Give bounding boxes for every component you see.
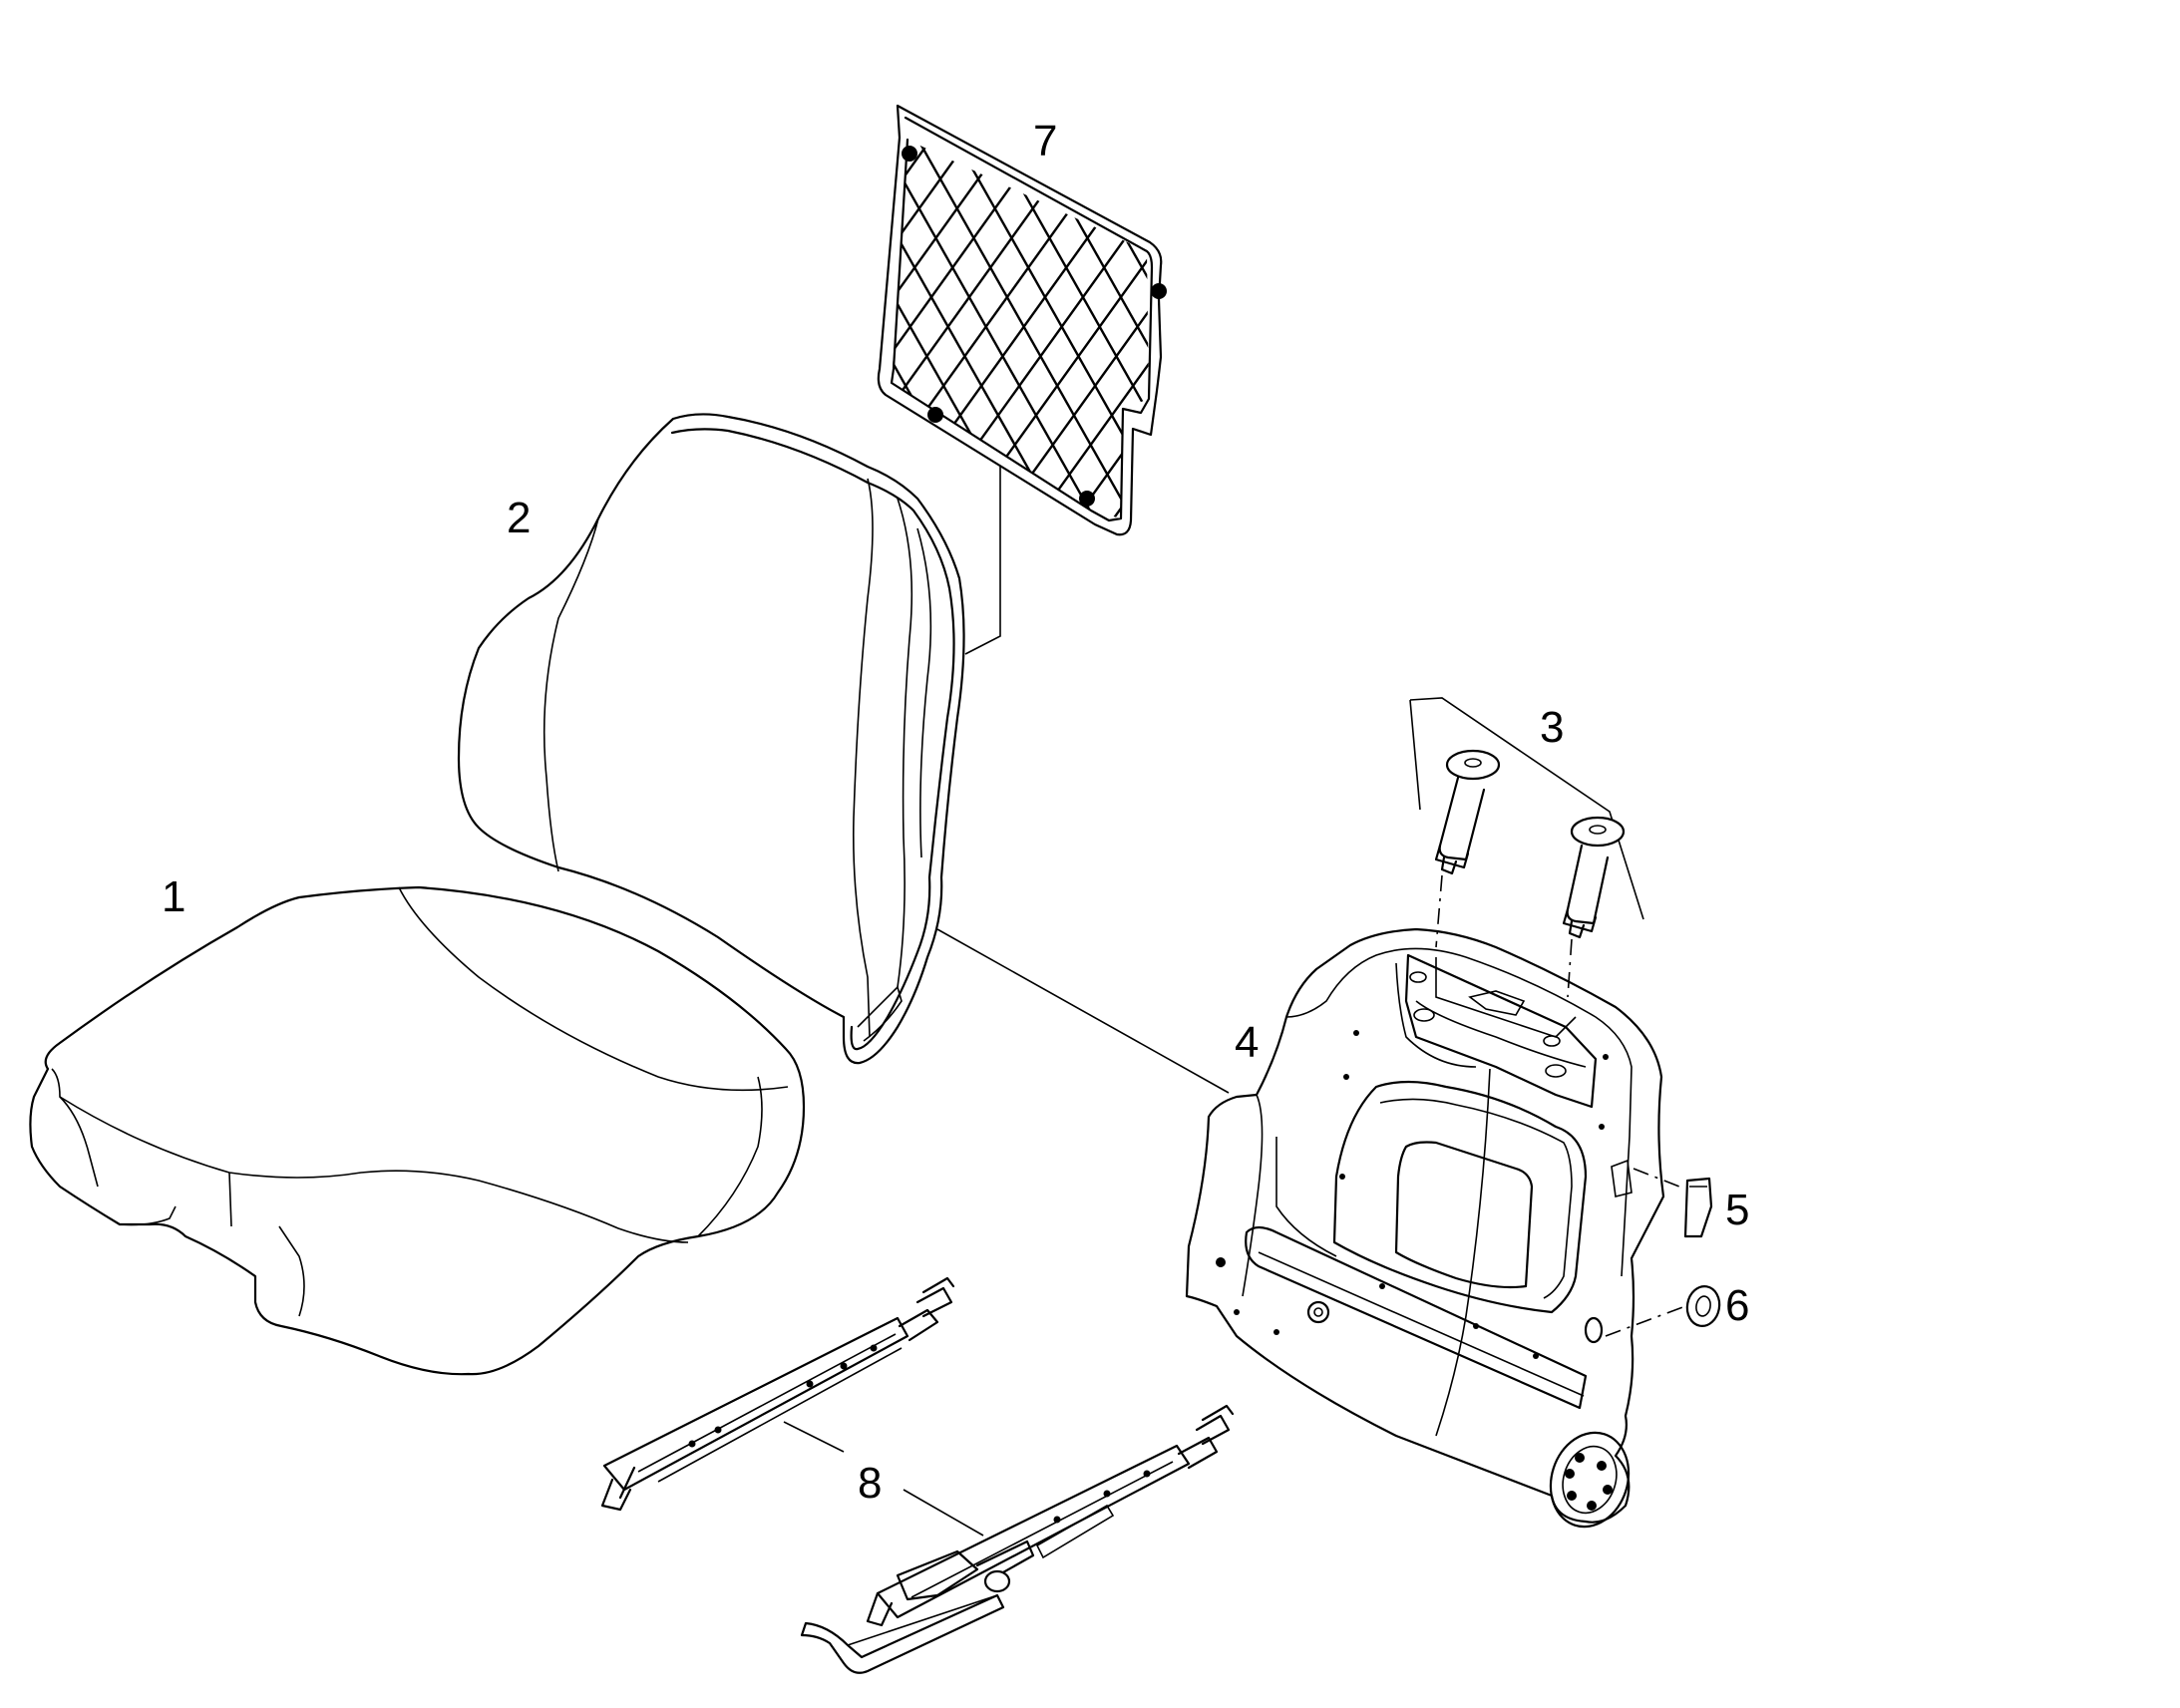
mat-strand: [365, 100, 694, 558]
mat-strand: [1502, 100, 1831, 558]
part-8-seat-rails: [600, 1276, 1235, 1674]
mat-strand: [969, 140, 1149, 518]
mat-strand: [892, 140, 1043, 518]
mat-strand: [1084, 140, 1149, 518]
part-6-washer: [1605, 1285, 1721, 1337]
mat-strand: [441, 100, 770, 558]
callout-7: 7: [1033, 117, 1057, 166]
part-5-clip: [1633, 1168, 1713, 1238]
mat-strand: [1312, 100, 1641, 558]
mat-strand: [1274, 100, 1534, 558]
mat-strand: [592, 100, 852, 558]
mat-strand: [1237, 100, 1566, 558]
mat-strand: [1540, 100, 1869, 558]
mat-strand: [892, 140, 1112, 518]
mat-strand: [1540, 100, 1799, 558]
mat-strand: [1199, 100, 1458, 558]
mat-strand: [970, 140, 1149, 518]
mat-strand: [894, 140, 1149, 518]
mat-strand: [554, 100, 884, 558]
mat-strand: [1045, 140, 1149, 518]
callout-6: 6: [1725, 1281, 1749, 1330]
mat-strand: [1161, 100, 1420, 558]
mat-strand: [1274, 100, 1604, 558]
mat-strand: [1046, 140, 1149, 518]
mat-strand: [1199, 100, 1528, 558]
mat-strand: [1161, 100, 1490, 558]
mat-strand: [441, 100, 700, 558]
mat-strand: [479, 100, 808, 558]
mat-strand: [931, 140, 1149, 518]
callout-3: 3: [1540, 703, 1564, 752]
mat-strand: [1312, 100, 1572, 558]
mat-strand: [892, 140, 967, 518]
mat-strand: [932, 140, 1149, 518]
mat-strand: [1008, 140, 1149, 518]
callout-1: 1: [162, 872, 185, 921]
mat-strand: [1083, 140, 1149, 518]
mat-strand: [1388, 100, 1647, 558]
mat-strand: [1426, 100, 1755, 558]
callout-5: 5: [1725, 1186, 1749, 1234]
mat-strand: [1464, 100, 1793, 558]
mat-strand: [403, 100, 662, 558]
part-3-guide-pins: [1409, 697, 1644, 998]
mat-strand: [554, 100, 814, 558]
callout-8: 8: [858, 1459, 882, 1508]
callout-2: 2: [507, 494, 531, 542]
mat-strand: [630, 100, 890, 558]
part-7-suspension-mat: [327, 100, 1869, 655]
mat-strand: [1350, 100, 1679, 558]
mat-strand: [1426, 100, 1685, 558]
mat-strand: [517, 100, 776, 558]
mat-strand: [403, 100, 732, 558]
mat-strand: [1121, 140, 1149, 518]
mat-strand: [1350, 100, 1610, 558]
mat-strand: [365, 100, 624, 558]
mat-strand: [327, 100, 586, 558]
mat-strand: [1502, 100, 1761, 558]
mat-strand: [892, 140, 960, 518]
part-4-backrest-frame: [1185, 927, 1665, 1529]
mat-strand: [1388, 100, 1717, 558]
part-1-seat-cushion: [29, 885, 806, 1376]
mat-strand: [327, 100, 656, 558]
mat-strand: [892, 140, 998, 518]
mat-strand: [1464, 100, 1723, 558]
mat-strand: [1122, 140, 1149, 518]
mat-strand: [892, 140, 1036, 518]
callout-4: 4: [1235, 1018, 1259, 1067]
mat-strand: [892, 140, 1005, 518]
mat-strand: [479, 100, 738, 558]
mat-strand: [1237, 100, 1496, 558]
part-2-backrest-cushion: [457, 413, 1230, 1094]
mat-strand: [1007, 140, 1149, 518]
mat-strand: [892, 140, 929, 518]
mat-strand: [517, 100, 846, 558]
mat-strand: [892, 140, 922, 518]
callout-labels: 1 2 3 4 5 6 7 8: [162, 117, 1749, 1508]
